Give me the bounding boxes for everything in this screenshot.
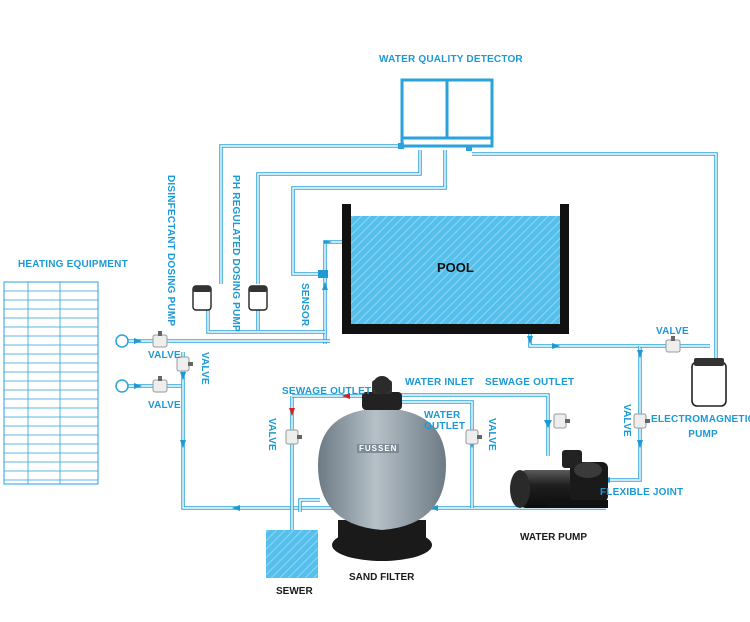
valve-heat-2-icon — [152, 376, 168, 393]
label-water-outlet: WATER OUTLET — [424, 410, 466, 432]
valve-top-right-icon — [665, 336, 681, 353]
label-ph-regulated-dosing-pump: PH REGULATED DOSING PUMP — [230, 175, 241, 332]
filter-brand-label: FUSSEN — [357, 444, 400, 453]
label-heating-equipment: HEATING EQUIPMENT — [18, 259, 128, 270]
ph-regulated-dosing-pump — [248, 285, 268, 311]
valve-heat-vert-icon — [176, 356, 193, 372]
label-valve-heat-1: VALVE — [148, 350, 181, 361]
sand-filter — [318, 376, 446, 561]
label-sensor: SENSOR — [299, 283, 310, 327]
label-sand-filter: SAND FILTER — [349, 572, 415, 583]
valve-sewer-icon — [285, 429, 302, 445]
label-valve-top-right: VALVE — [656, 326, 689, 337]
valve-heat-1-icon — [152, 331, 168, 348]
sewer-block — [266, 530, 318, 578]
label-valve-filter: VALVE — [486, 418, 497, 451]
label-valve-sewer: VALVE — [266, 418, 277, 451]
label-water-pump: WATER PUMP — [520, 532, 588, 543]
label-valve-heat-2: VALVE — [148, 400, 181, 411]
disinfectant-dosing-pump — [192, 285, 212, 311]
flow-arrows — [134, 240, 676, 511]
sensor-block — [318, 270, 328, 278]
heating-equipment — [3, 281, 129, 485]
label-water-quality-detector: WATER QUALITY DETECTOR — [379, 54, 523, 65]
label-sewage-outlet-left: SEWAGE OUTLET — [282, 386, 372, 397]
valve-pump-icon — [553, 413, 570, 429]
valve-right-vert-icon — [633, 413, 650, 429]
label-pool: POOL — [437, 260, 474, 275]
valve-filter-icon — [465, 429, 482, 445]
water-pump — [510, 450, 608, 508]
water-quality-detector — [398, 78, 494, 151]
electromagnetic-pump — [691, 358, 727, 407]
label-valve-right-vert: VALVE — [621, 404, 632, 437]
label-valve-heat-vert: VALVE — [199, 352, 210, 385]
label-sewage-outlet-right: SEWAGE OUTLET — [485, 377, 575, 388]
label-electromagnetic-pump: ELECTROMAGNETIC PUMP — [651, 414, 750, 440]
label-sewer: SEWER — [276, 586, 313, 597]
pool — [342, 204, 569, 334]
valves — [152, 331, 681, 445]
label-water-inlet: WATER INLET — [405, 377, 475, 388]
label-flexible-joint: FLEXIBLE JOINT — [600, 487, 684, 498]
label-disinfectant-dosing-pump: DISINFECTANT DOSING PUMP — [165, 175, 176, 327]
